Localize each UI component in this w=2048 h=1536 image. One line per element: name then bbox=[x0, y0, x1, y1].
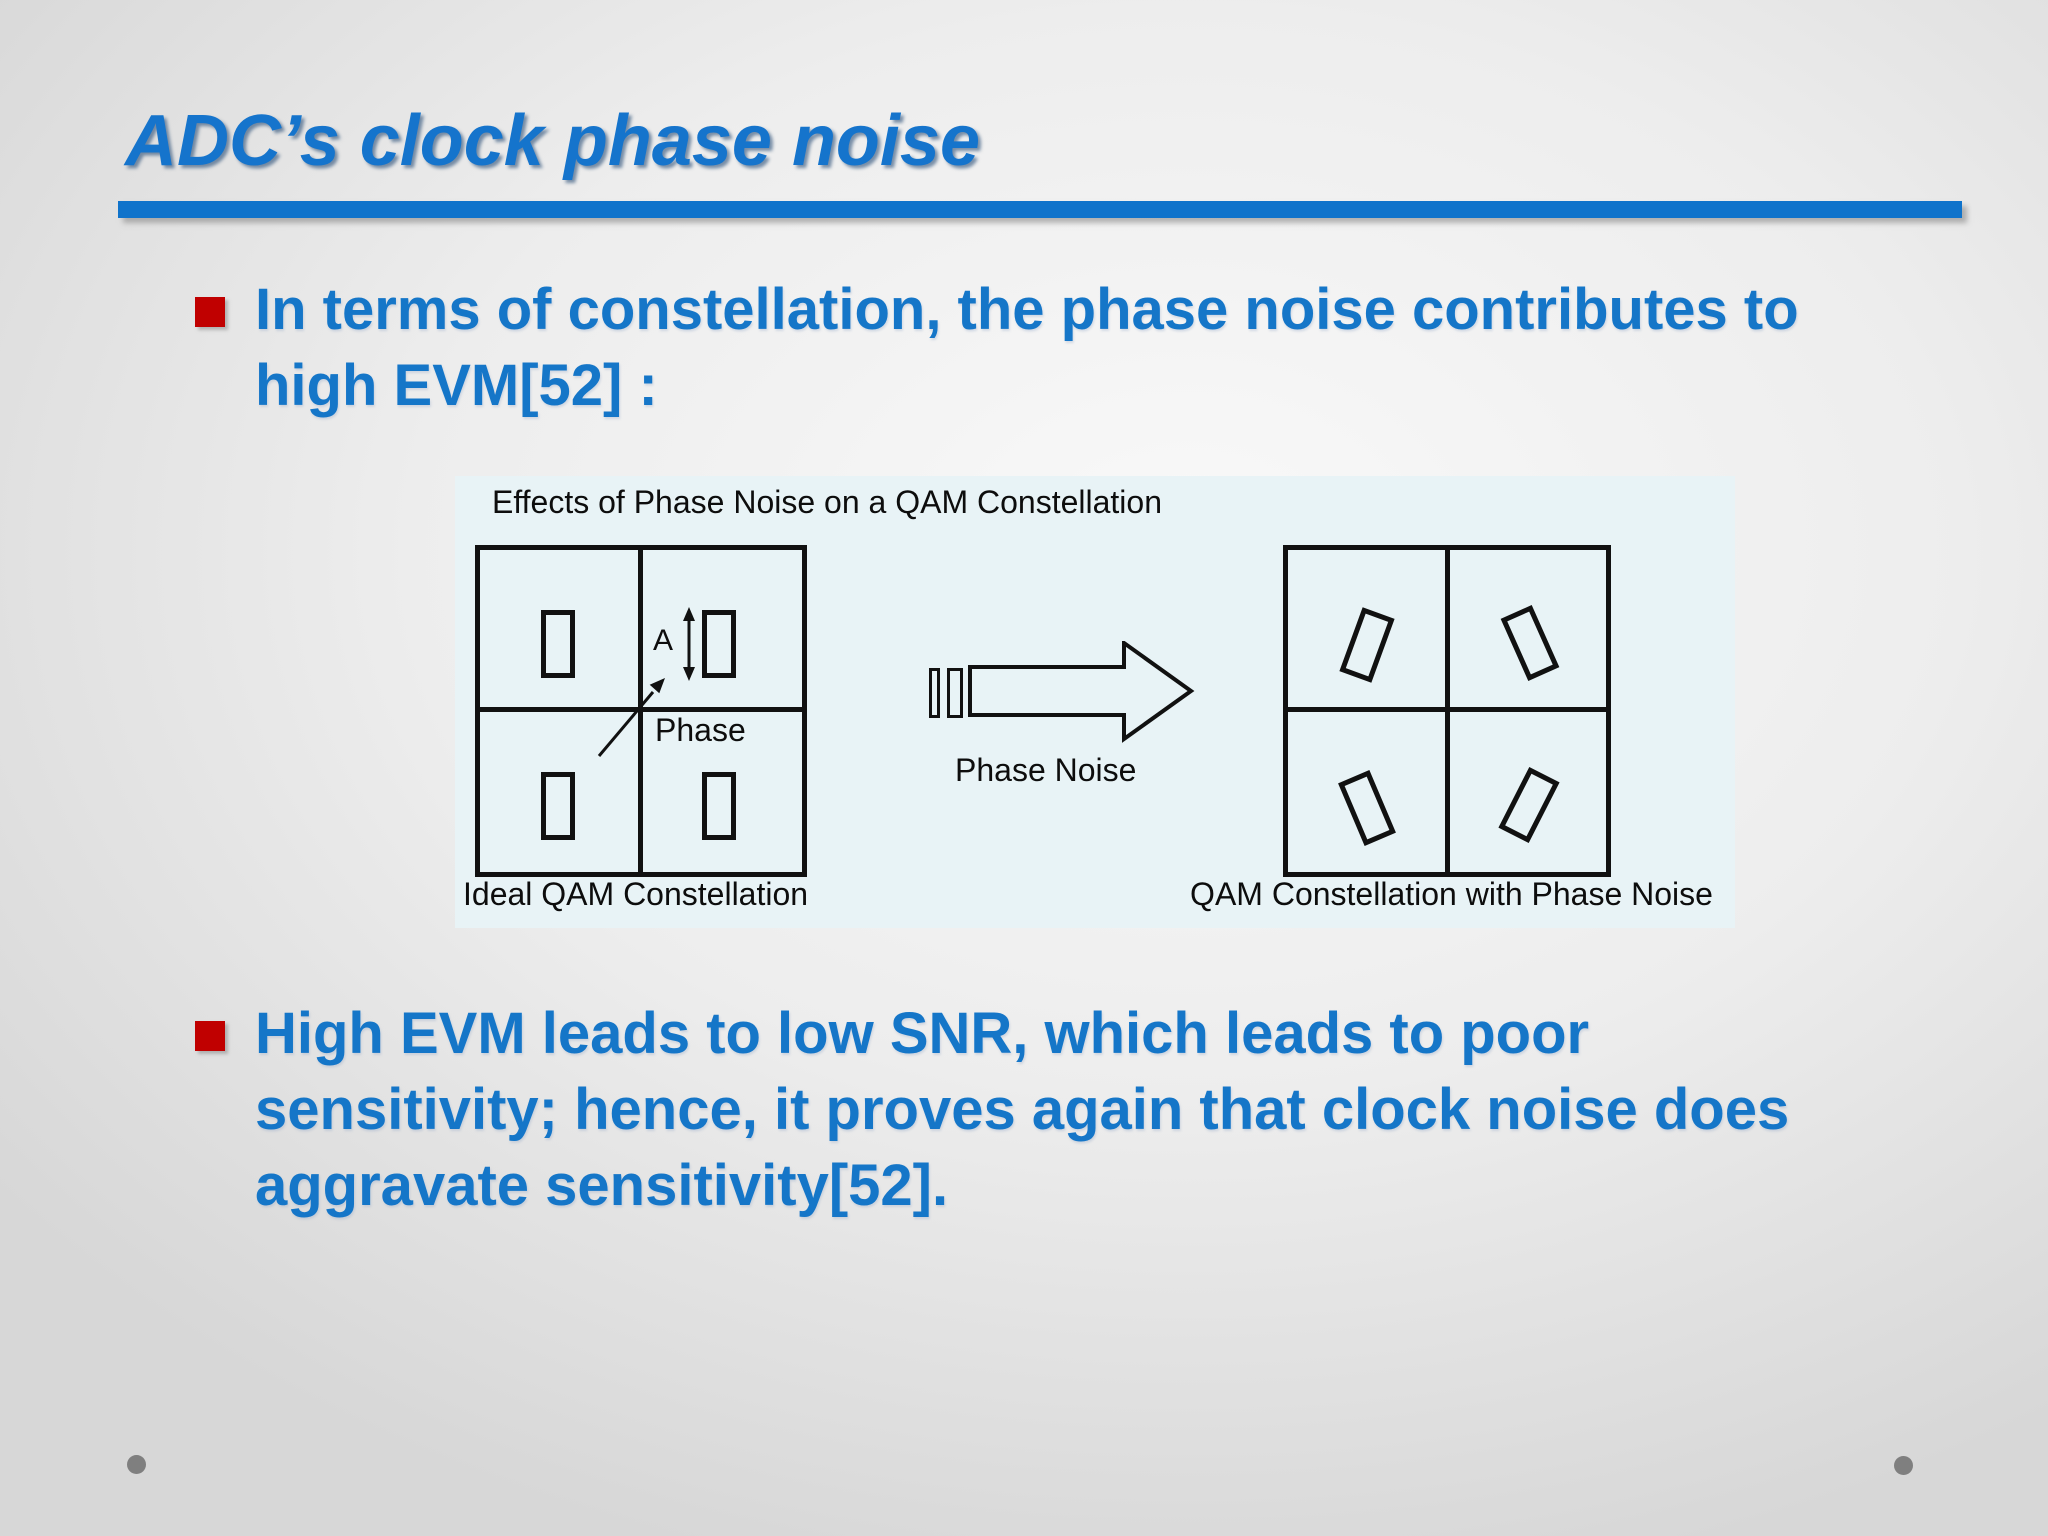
bullet-marker bbox=[195, 297, 225, 327]
bullet-2-line-3: aggravate sensitivity[52]. bbox=[255, 1153, 949, 1218]
ideal-constellation-caption: Ideal QAM Constellation bbox=[463, 876, 809, 912]
figure-title: Effects of Phase Noise on a QAM Constell… bbox=[492, 484, 1162, 520]
noise-bar-icon bbox=[929, 668, 940, 718]
qam-constellation-figure: Effects of Phase Noise on a QAM Constell… bbox=[455, 476, 1735, 928]
title-underline-rule bbox=[118, 201, 1962, 218]
ideal-qam-grid bbox=[475, 545, 807, 877]
phase-noise-arrow-label: Phase Noise bbox=[955, 752, 1137, 788]
bullet-marker bbox=[195, 1021, 225, 1051]
amplitude-label: A bbox=[653, 624, 674, 657]
footer-dot-left bbox=[127, 1455, 146, 1474]
grid-horizontal-divider bbox=[1288, 707, 1606, 712]
bullet-paragraph-1: In terms of constellation, the phase noi… bbox=[255, 272, 1799, 424]
phase-direction-arrow-icon bbox=[597, 678, 665, 757]
bullet-2-line-2: sensitivity; hence, it proves again that… bbox=[255, 1077, 1790, 1142]
ideal-symbol-bottom-right bbox=[702, 772, 736, 840]
ideal-symbol-top-left bbox=[541, 610, 575, 678]
amplitude-double-arrow-icon bbox=[683, 607, 695, 681]
grid-horizontal-divider bbox=[480, 707, 802, 712]
bullet-2-line-1: High EVM leads to low SNR, which leads t… bbox=[255, 1001, 1590, 1066]
ideal-symbol-top-right bbox=[702, 610, 736, 678]
noisy-constellation-caption: QAM Constellation with Phase Noise bbox=[1190, 876, 1713, 912]
bullet-1-line-2: high EVM[52] : bbox=[255, 353, 658, 418]
slide-title: ADC’s clock phase noise bbox=[125, 101, 980, 181]
bullet-paragraph-2: High EVM leads to low SNR, which leads t… bbox=[255, 996, 1789, 1224]
noise-bar-icon bbox=[947, 668, 963, 718]
phase-noise-block-arrow-icon bbox=[968, 641, 1195, 743]
ideal-symbol-bottom-left bbox=[541, 772, 575, 840]
bullet-1-line-1: In terms of constellation, the phase noi… bbox=[255, 277, 1799, 342]
footer-dot-right bbox=[1894, 1456, 1913, 1475]
phase-label: Phase bbox=[655, 712, 746, 748]
noisy-qam-grid bbox=[1283, 545, 1611, 877]
